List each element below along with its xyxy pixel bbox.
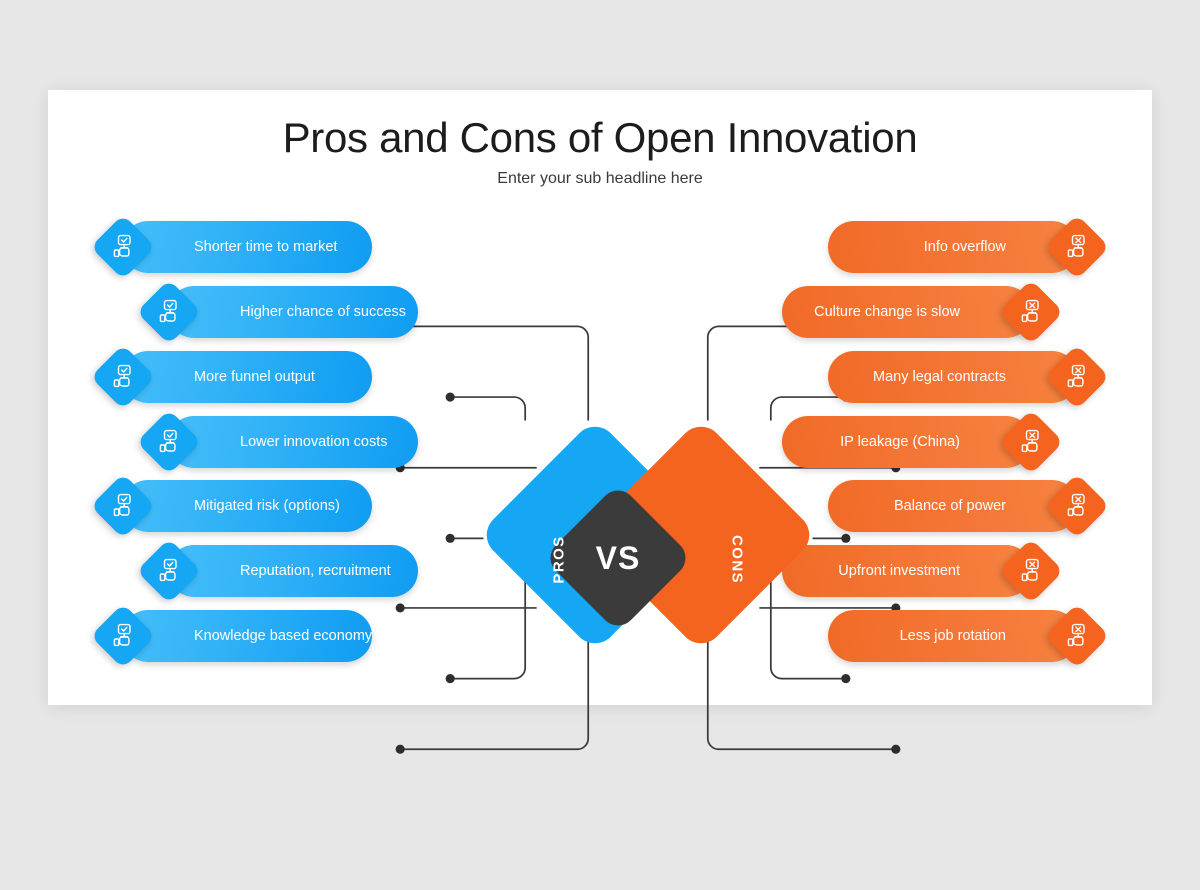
- thumbs-up-check-icon: [136, 279, 202, 345]
- thumbs-up-x-icon: [998, 538, 1064, 604]
- pros-item-label: Knowledge based economy: [194, 628, 373, 644]
- pros-row[interactable]: Knowledge based economy: [90, 603, 372, 669]
- thumbs-up-check-icon: [136, 538, 202, 604]
- cons-pill[interactable]: Less job rotation: [828, 610, 1078, 662]
- pros-item-label: Mitigated risk (options): [194, 498, 340, 514]
- thumbs-up-x-icon: [998, 279, 1064, 345]
- pros-pill[interactable]: More funnel output: [122, 351, 372, 403]
- cons-row[interactable]: Upfront investment: [782, 538, 1064, 604]
- versus-label: VS: [595, 539, 641, 576]
- cons-pill[interactable]: Info overflow: [828, 221, 1078, 273]
- pros-row[interactable]: Lower innovation costs: [136, 409, 418, 475]
- pros-item-label: Reputation, recruitment: [240, 563, 391, 579]
- cons-pill[interactable]: Balance of power: [828, 480, 1078, 532]
- cons-pill[interactable]: Culture change is slow: [782, 286, 1032, 338]
- pros-pill[interactable]: Higher chance of success: [168, 286, 418, 338]
- pros-pill[interactable]: Knowledge based economy: [122, 610, 372, 662]
- pros-row[interactable]: Mitigated risk (options): [90, 473, 372, 539]
- page-subtitle: Enter your sub headline here: [497, 170, 703, 187]
- thumbs-up-x-icon: [1044, 473, 1110, 539]
- pros-item-label: Higher chance of success: [240, 304, 407, 320]
- pros-side-label: PROS: [550, 535, 568, 584]
- cons-pill[interactable]: Upfront investment: [782, 545, 1032, 597]
- cons-pill[interactable]: Many legal contracts: [828, 351, 1078, 403]
- cons-row[interactable]: Balance of power: [828, 473, 1110, 539]
- cons-item-label: IP leakage (China): [840, 434, 960, 450]
- cons-item-label: Upfront investment: [838, 563, 960, 579]
- pros-item-label: More funnel output: [194, 369, 315, 385]
- cons-item-label: Info overflow: [923, 239, 1006, 255]
- cons-row[interactable]: Culture change is slow: [782, 279, 1064, 345]
- cons-row[interactable]: Less job rotation: [828, 603, 1110, 669]
- pros-row[interactable]: Reputation, recruitment: [136, 538, 418, 604]
- pros-row[interactable]: More funnel output: [90, 344, 372, 410]
- thumbs-up-check-icon: [90, 603, 156, 669]
- slide-card: Pros and Cons of Open Innovation Enter y…: [48, 90, 1152, 754]
- pros-item-label: Lower innovation costs: [240, 434, 388, 450]
- cons-row[interactable]: IP leakage (China): [782, 409, 1064, 475]
- page-title: Pros and Cons of Open Innovation: [282, 114, 918, 161]
- cons-side-label: CONS: [728, 535, 746, 584]
- cons-pill[interactable]: IP leakage (China): [782, 416, 1032, 468]
- thumbs-up-check-icon: [90, 473, 156, 539]
- thumbs-up-check-icon: [90, 214, 156, 280]
- pros-row[interactable]: Higher chance of success: [136, 279, 418, 345]
- slide-canvas: Pros and Cons of Open Innovation Enter y…: [48, 90, 1152, 754]
- cons-row[interactable]: Many legal contracts: [828, 344, 1110, 410]
- versus-center: VS PROS CONS: [477, 415, 819, 655]
- cons-item-label: Many legal contracts: [873, 369, 1006, 385]
- pros-pill[interactable]: Lower innovation costs: [168, 416, 418, 468]
- pros-pill[interactable]: Reputation, recruitment: [168, 545, 418, 597]
- thumbs-up-x-icon: [1044, 603, 1110, 669]
- thumbs-up-check-icon: [136, 409, 202, 475]
- pros-pill[interactable]: Shorter time to market: [122, 221, 372, 273]
- pros-item-label: Shorter time to market: [194, 239, 338, 255]
- thumbs-up-x-icon: [998, 409, 1064, 475]
- cons-item-label: Culture change is slow: [814, 304, 960, 320]
- thumbs-up-x-icon: [1044, 344, 1110, 410]
- pros-pill[interactable]: Mitigated risk (options): [122, 480, 372, 532]
- cons-row[interactable]: Info overflow: [828, 214, 1110, 280]
- cons-item-label: Less job rotation: [899, 628, 1006, 644]
- pros-row[interactable]: Shorter time to market: [90, 214, 372, 280]
- thumbs-up-check-icon: [90, 344, 156, 410]
- thumbs-up-x-icon: [1044, 214, 1110, 280]
- cons-item-label: Balance of power: [893, 498, 1006, 514]
